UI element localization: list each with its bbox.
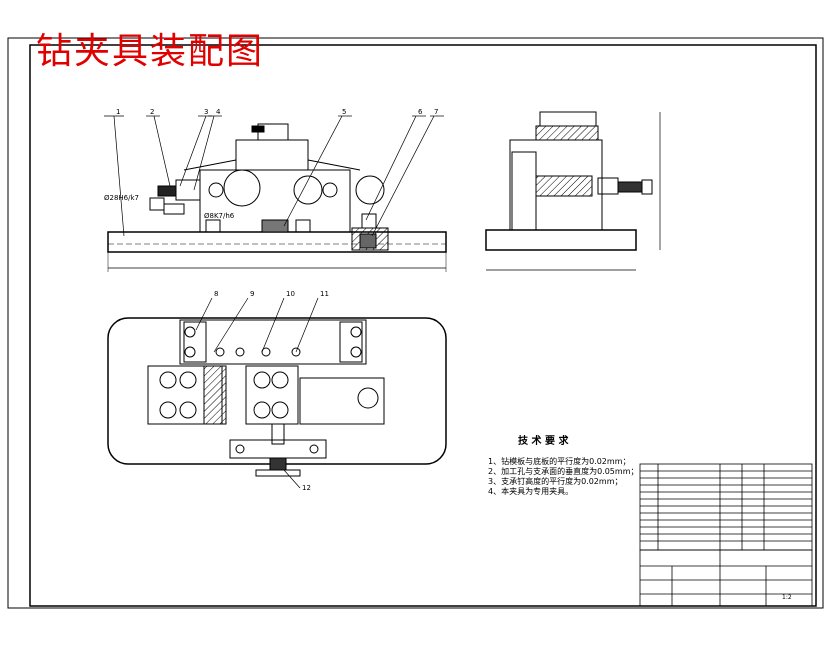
top-view-leaders — [195, 297, 319, 489]
balloon-6: 6 — [418, 108, 423, 116]
balloon-8: 8 — [214, 290, 218, 298]
balloon-4: 4 — [216, 108, 221, 116]
drawing-title: 钻夹具装配图 — [36, 31, 265, 72]
tech-req-item-2: 2、加工孔与支承面的垂直度为0.05mm； — [488, 467, 639, 476]
balloon-3: 3 — [204, 108, 208, 116]
outer-frame — [7, 37, 824, 609]
balloon-7: 7 — [434, 108, 438, 116]
side-view — [485, 111, 661, 271]
balloon-11: 11 — [320, 290, 329, 298]
balloon-10: 10 — [286, 290, 295, 298]
fit-left-hole: Ø28H6/k7 — [104, 194, 139, 202]
balloon-9: 9 — [250, 290, 254, 298]
technical-requirements: 技 术 要 求 1、钻模板与底板的平行度为0.02mm； 2、加工孔与支承面的垂… — [488, 432, 639, 497]
front-view-leaders — [104, 115, 444, 237]
scale-value: 1:2 — [782, 594, 792, 601]
tech-req-item-4: 4、本夹具为专用夹具。 — [488, 487, 574, 496]
tech-req-item-3: 3、支承钉高度的平行度为0.02mm； — [488, 477, 623, 486]
title-block — [639, 549, 813, 607]
parts-list — [639, 463, 813, 551]
front-view — [107, 123, 447, 272]
front-balloons: 1 2 3 4 5 6 7 — [116, 108, 438, 116]
fit-center-hole: Ø8K7/h6 — [204, 212, 235, 220]
inner-frame — [29, 44, 817, 607]
top-view — [107, 317, 447, 477]
balloon-1: 1 — [116, 108, 120, 116]
balloon-2: 2 — [150, 108, 154, 116]
tech-req-item-1: 1、钻模板与底板的平行度为0.02mm； — [488, 457, 631, 466]
balloon-12: 12 — [302, 484, 311, 492]
tech-req-heading: 技 术 要 求 — [518, 436, 569, 447]
balloon-5: 5 — [342, 108, 346, 116]
top-balloons: 8 9 10 11 12 — [214, 290, 329, 492]
